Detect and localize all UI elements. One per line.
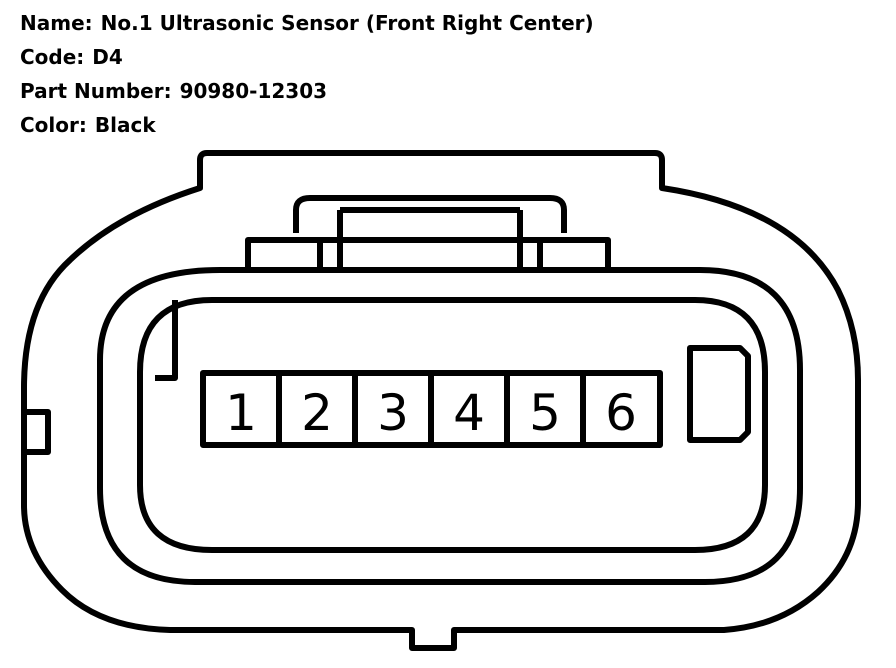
pin-3-label: 3: [377, 384, 409, 442]
code-label: Code:: [20, 45, 85, 69]
code-value: D4: [92, 45, 123, 69]
pin-6-label: 6: [605, 384, 637, 442]
connector-info: Name: No.1 Ultrasonic Sensor (Front Right…: [20, 6, 594, 142]
part-number-value: 90980-12303: [179, 79, 328, 103]
lock-block-right: [687, 345, 751, 443]
color-row: Color: Black: [20, 108, 594, 142]
pin-4-label: 4: [453, 384, 485, 442]
inner-seal-ring: [97, 267, 803, 585]
name-label: Name:: [20, 11, 93, 35]
name-value: No.1 Ultrasonic Sensor (Front Right Cent…: [100, 11, 594, 35]
pin-1-label: 1: [225, 384, 257, 442]
left-side-tab: [24, 409, 51, 455]
name-row: Name: No.1 Ultrasonic Sensor (Front Right…: [20, 6, 594, 40]
receptacle-cavity: [137, 297, 768, 553]
pin-5-label: 5: [529, 384, 561, 442]
code-row: Code: D4: [20, 40, 594, 74]
color-value: Black: [94, 113, 156, 137]
color-label: Color:: [20, 113, 87, 137]
keying-notch-left: [155, 300, 178, 381]
pin-2-label: 2: [301, 384, 333, 442]
latch-bar: [245, 237, 611, 270]
connector-outer-shell: [21, 150, 861, 651]
part-number-row: Part Number: 90980-12303: [20, 74, 594, 108]
pin-row: 1 2 3 4 5 6: [200, 370, 663, 448]
latch-hood: [293, 195, 567, 233]
part-number-label: Part Number:: [20, 79, 172, 103]
